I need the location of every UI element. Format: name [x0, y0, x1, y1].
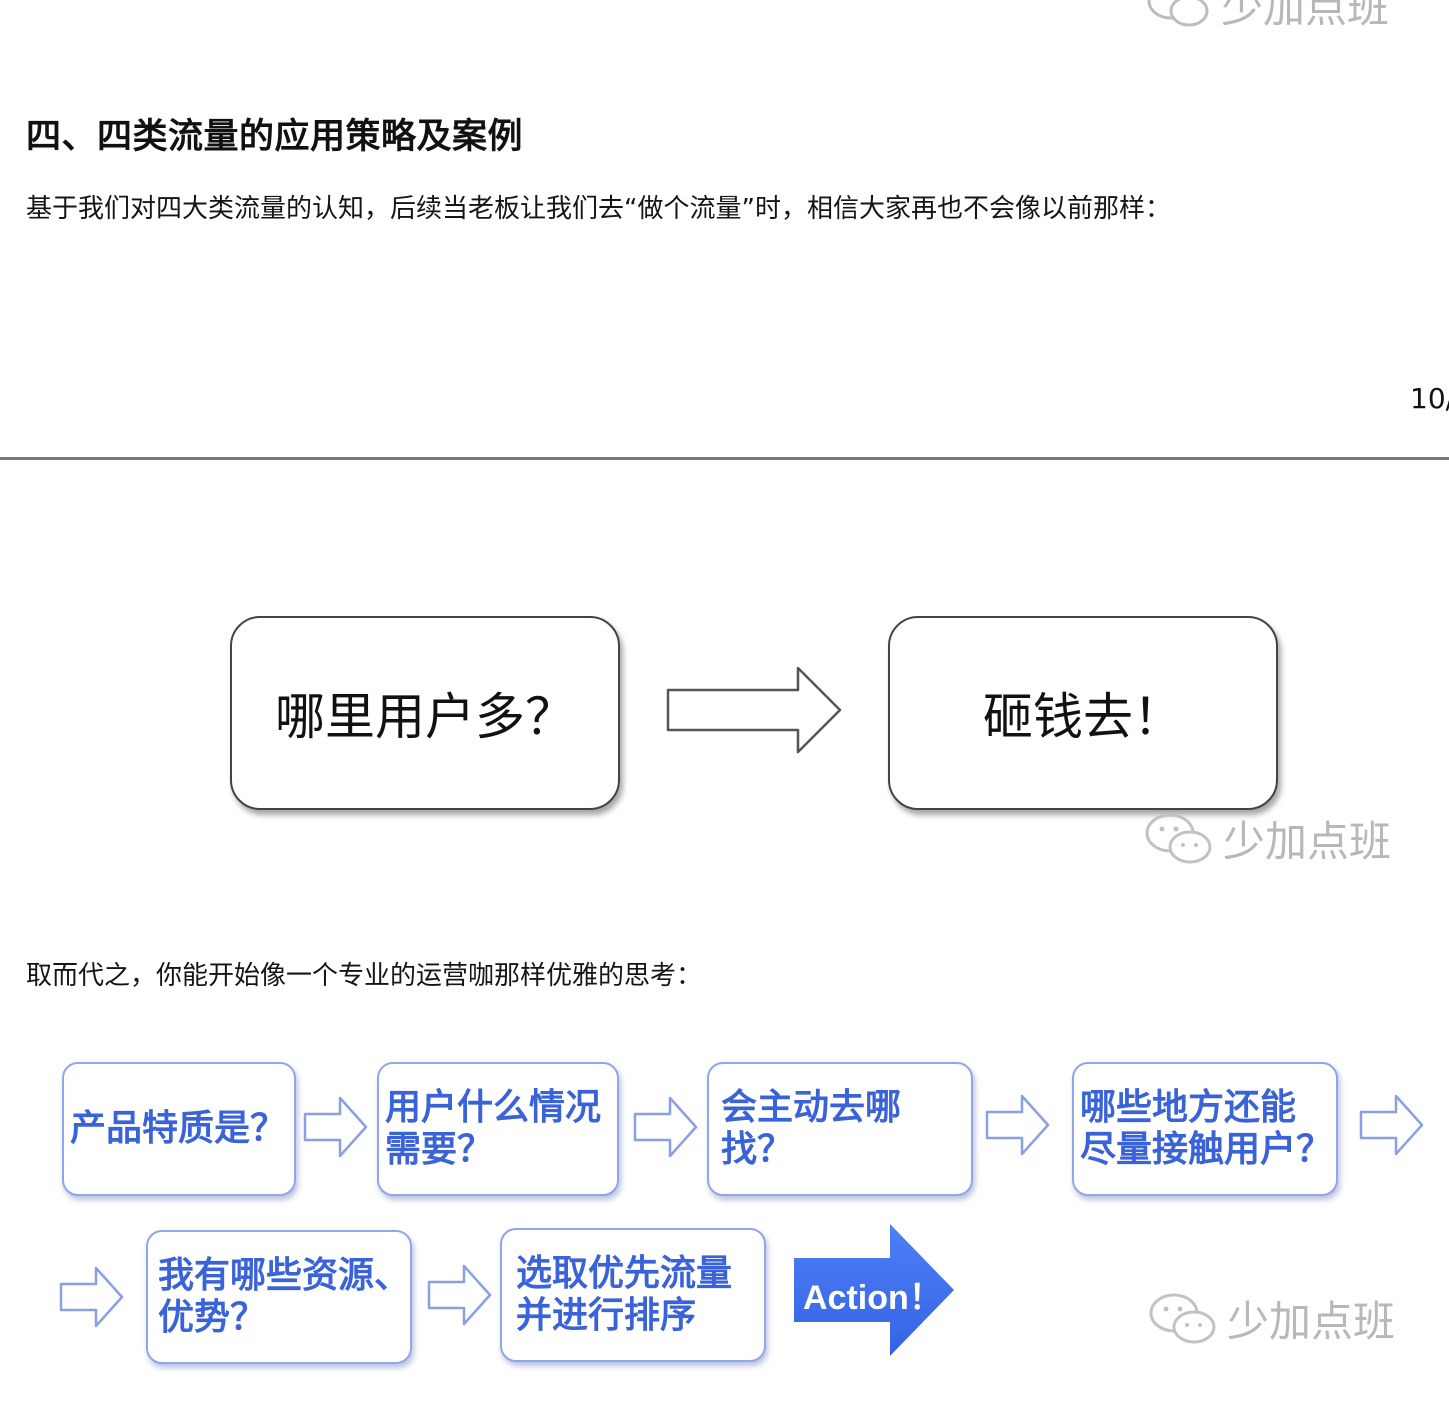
- wechat-bubbles-icon: [1145, 813, 1212, 863]
- answer-box: 砸钱去！: [888, 616, 1278, 810]
- step-box: 用户什么情况 需要？: [377, 1062, 619, 1196]
- step-line: 我有哪些资源、: [158, 1255, 411, 1296]
- watermark-text: 少加点班: [1223, 817, 1392, 866]
- answer-text: 砸钱去！: [983, 688, 1183, 746]
- right-arrow-icon: [1359, 1094, 1424, 1156]
- step-line: 并进行排序: [516, 1295, 697, 1336]
- right-arrow-icon: [427, 1264, 492, 1326]
- page-number: 10/: [1410, 382, 1449, 415]
- right-arrow-icon: [666, 666, 842, 754]
- section-heading: 四、四类流量的应用策略及案例: [26, 117, 524, 157]
- step-line: 用户什么情况: [385, 1087, 602, 1128]
- step-line: 产品特质是？: [70, 1108, 287, 1149]
- step-box: 产品特质是？: [62, 1062, 296, 1196]
- watermark-text: 少加点班: [1221, 0, 1390, 32]
- watermark-diagram2: 少加点班: [1147, 1288, 1395, 1349]
- step-line: 优势？: [158, 1297, 267, 1338]
- right-arrow-icon: [633, 1096, 698, 1158]
- action-label: Action！: [803, 1279, 943, 1317]
- step-line: 哪些地方还能: [1080, 1087, 1297, 1128]
- step-box: 我有哪些资源、 优势？: [146, 1230, 412, 1364]
- watermark-text: 少加点班: [1227, 1297, 1396, 1346]
- watermark-diagram1: 少加点班: [1143, 808, 1391, 869]
- step-box: 哪些地方还能 尽量接触用户？: [1072, 1062, 1338, 1196]
- step-line: 需要？: [385, 1129, 494, 1170]
- intro-paragraph: 基于我们对四大类流量的认知，后续当老板让我们去“做个流量”时，相信大家再也不会像…: [26, 194, 1171, 224]
- right-arrow-icon: [985, 1094, 1050, 1156]
- wechat-bubbles-icon: [1147, 0, 1209, 26]
- page-divider: [0, 457, 1449, 460]
- transition-paragraph: 取而代之，你能开始像一个专业的运营咖那样优雅的思考：: [26, 961, 703, 991]
- action-arrow-icon: [794, 1224, 954, 1356]
- step-box: 会主动去哪找？: [707, 1062, 973, 1196]
- right-arrow-icon: [303, 1096, 368, 1158]
- step-line: 尽量接触用户？: [1080, 1129, 1333, 1170]
- step-line: 会主动去哪找？: [721, 1087, 902, 1170]
- right-arrow-icon: [59, 1266, 124, 1328]
- question-box: 哪里用户多？: [230, 616, 620, 810]
- wechat-bubbles-icon: [1149, 1293, 1216, 1343]
- watermark-top: 少加点班: [1145, 0, 1389, 35]
- question-text: 哪里用户多？: [275, 688, 575, 746]
- step-box: 选取优先流量 并进行排序: [500, 1228, 766, 1362]
- step-line: 选取优先流量: [516, 1253, 733, 1294]
